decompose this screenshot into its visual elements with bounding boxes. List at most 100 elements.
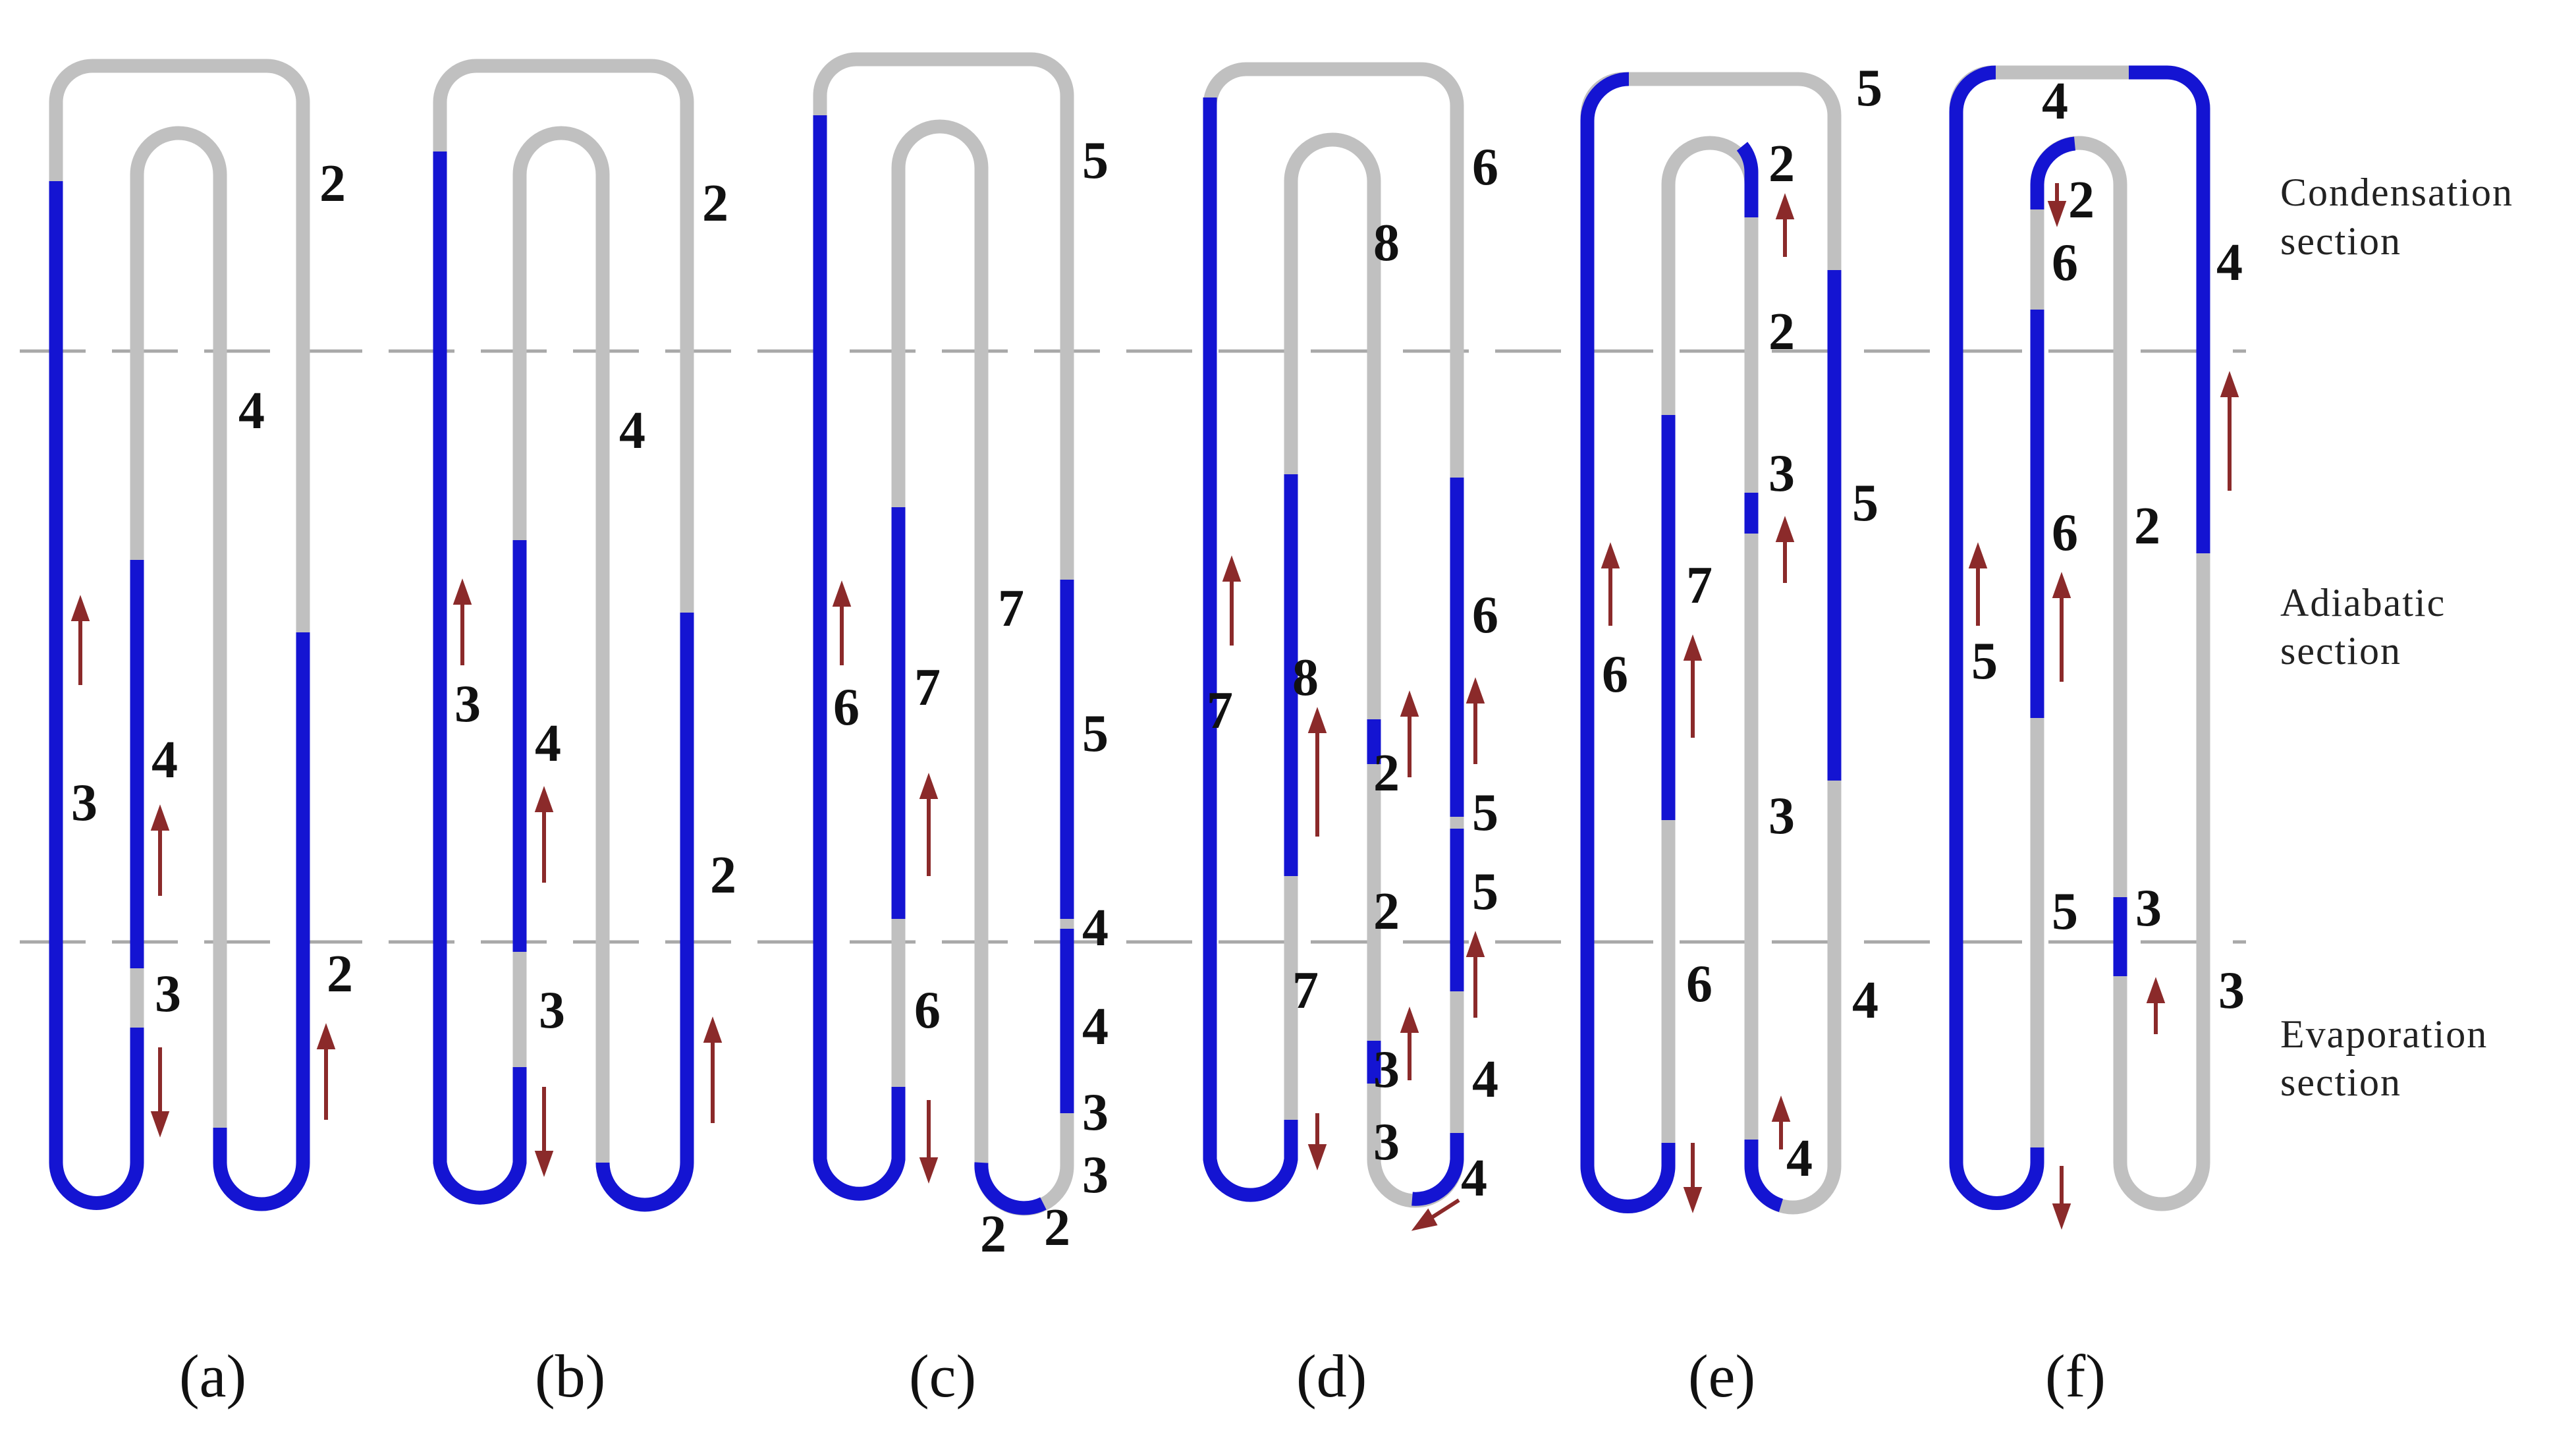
panel-caption: (e) [1688, 1342, 1755, 1410]
slug-label: 4 [1082, 998, 1109, 1056]
slug-label: 5 [1856, 59, 1882, 117]
section-dividers [20, 349, 2246, 944]
panel-d-arrows [1222, 555, 1485, 1231]
slug-label: 2 [1373, 883, 1400, 941]
slug-label: 3 [1373, 1113, 1400, 1171]
panel-f-arrows [1968, 183, 2239, 1230]
slug-label: 2 [702, 175, 728, 233]
panel-f-liquid [1949, 65, 2210, 1210]
slug-label: 4 [238, 382, 265, 440]
slug-label: 4 [619, 402, 645, 460]
panel-e: 5 2 2 3 5 7 6 3 6 4 4 (e) [1580, 59, 1882, 1410]
slug-label: 4 [1852, 972, 1878, 1030]
slug-label: 3 [454, 675, 481, 733]
panel-f: 4 2 6 4 6 2 5 5 3 3 (f) [1949, 65, 2245, 1410]
slug-label: 5 [1082, 132, 1109, 190]
slug-label: 3 [2218, 962, 2245, 1020]
slug-label: 2 [1768, 135, 1795, 193]
adiabatic-section-label-line2: section [2280, 629, 2401, 673]
slug-label: 4 [535, 715, 561, 773]
panel-e-gray-tube [1580, 72, 1842, 1215]
panel-a: 2 4 3 4 3 2 (a) [49, 59, 353, 1410]
panel-c-gray-tube [813, 52, 1074, 1216]
panel-d: 6 8 7 8 6 2 5 2 5 7 3 4 3 4 (d) [1203, 62, 1498, 1410]
slug-label: 3 [1082, 1146, 1109, 1204]
panel-d-liquid [1203, 97, 1464, 1206]
slug-label: 2 [319, 155, 346, 213]
slug-label: 2 [710, 846, 736, 904]
panel-d-gray-tube [1203, 62, 1464, 1208]
slug-label: 6 [2052, 504, 2078, 562]
slug-label: 5 [2052, 883, 2078, 941]
slug-label: 5 [1971, 632, 1998, 690]
slug-label: 8 [1292, 649, 1319, 707]
panel-caption: (d) [1296, 1342, 1367, 1410]
evaporation-section-label-line2: section [2280, 1061, 2401, 1104]
slug-label: 7 [1686, 557, 1713, 615]
panel-b: 2 4 3 4 3 2 (b) [433, 59, 736, 1410]
slug-label: 2 [980, 1205, 1006, 1263]
slug-label: 6 [914, 981, 941, 1039]
slug-label: 4 [2042, 72, 2068, 130]
slug-label: 2 [2068, 171, 2095, 229]
panel-b-arrows [452, 578, 723, 1177]
slug-label: 3 [155, 965, 181, 1023]
slug-label: 5 [1472, 784, 1498, 842]
panel-caption: (b) [535, 1342, 605, 1410]
panel-b-liquid [433, 152, 694, 1212]
condensation-section-label-line2: section [2280, 219, 2401, 263]
slug-label: 6 [2052, 234, 2078, 292]
slug-label: 6 [1472, 586, 1498, 644]
slug-label: 5 [1472, 863, 1498, 921]
slug-label: 4 [151, 731, 178, 789]
slug-label: 7 [1292, 962, 1319, 1020]
slug-label: 2 [2134, 497, 2160, 555]
slug-label: 7 [914, 659, 941, 717]
panel-e-labels: 5 2 2 3 5 7 6 3 6 4 4 (e) [1602, 59, 1882, 1410]
panel-d-labels: 6 8 7 8 6 2 5 2 5 7 3 4 3 4 (d) [1207, 138, 1498, 1410]
slug-label: 3 [1768, 787, 1795, 845]
slug-label: 2 [1044, 1199, 1070, 1257]
slug-label: 3 [71, 774, 97, 832]
adiabatic-section-label-line1: Adiabatic [2280, 581, 2446, 624]
slug-label: 6 [833, 678, 860, 736]
slug-label: 4 [1472, 1051, 1498, 1109]
slug-label: 3 [2135, 879, 2162, 937]
panel-caption: (f) [2045, 1342, 2106, 1410]
slug-label: 5 [1852, 474, 1878, 532]
slug-label: 4 [1082, 899, 1109, 957]
slug-label: 6 [1602, 646, 1628, 703]
panel-b-labels: 2 4 3 4 3 2 (b) [454, 175, 736, 1410]
slug-label: 4 [2216, 234, 2243, 292]
slug-label: 7 [998, 580, 1024, 638]
panel-caption: (c) [909, 1342, 976, 1410]
panel-a-labels: 2 4 3 4 3 2 (a) [71, 155, 353, 1410]
slug-label: 3 [539, 981, 565, 1039]
slug-label: 8 [1373, 214, 1400, 272]
panel-c-arrows [832, 580, 939, 1184]
panel-a-gray-tube [49, 59, 310, 1211]
slug-label: 2 [1768, 303, 1795, 361]
slug-label: 3 [1373, 1041, 1400, 1099]
panel-a-arrows [70, 595, 336, 1138]
panel-caption: (a) [179, 1342, 246, 1410]
panel-c: 5 7 6 7 5 6 4 4 3 3 2 2 (c) [813, 52, 1109, 1410]
slug-label: 7 [1207, 682, 1233, 740]
slug-label: 4 [1786, 1130, 1813, 1188]
slug-label: 2 [1373, 744, 1400, 802]
panel-c-labels: 5 7 6 7 5 6 4 4 3 3 2 2 (c) [833, 132, 1109, 1410]
evaporation-section-label-line1: Evaporation [2280, 1012, 2488, 1056]
slug-label: 6 [1686, 955, 1713, 1013]
slug-label: 3 [1768, 445, 1795, 503]
panel-c-liquid [813, 115, 1074, 1215]
panel-a-liquid [49, 181, 310, 1211]
slug-label: 4 [1461, 1149, 1487, 1207]
section-labels: Condensation section Adiabatic section E… [2280, 171, 2512, 1104]
panel-f-labels: 4 2 6 4 6 2 5 5 3 3 (f) [1971, 72, 2245, 1410]
panel-e-arrows [1601, 193, 1795, 1213]
slug-label: 5 [1082, 705, 1109, 763]
slug-label: 3 [1082, 1084, 1109, 1142]
slug-label: 2 [327, 945, 353, 1003]
slug-label: 6 [1472, 138, 1498, 196]
